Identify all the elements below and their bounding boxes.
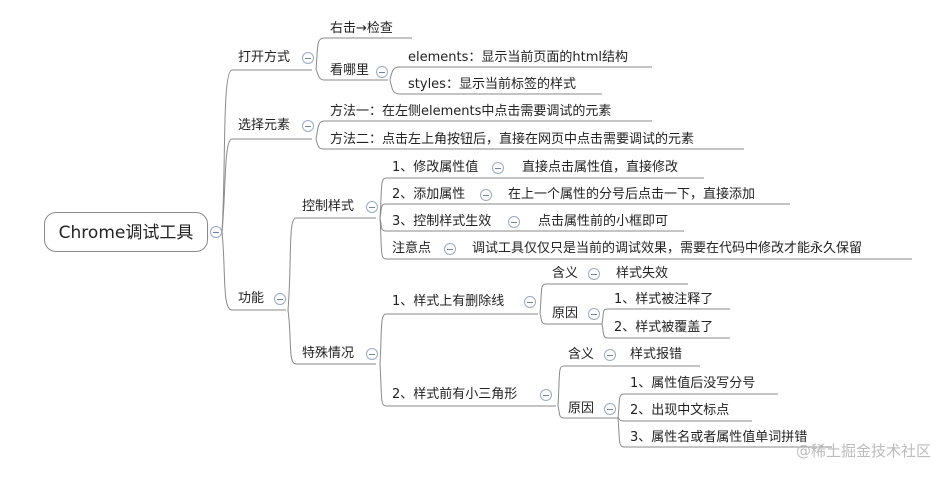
collapse-icon[interactable] <box>588 268 600 280</box>
collapse-icon[interactable] <box>366 348 378 360</box>
collapse-icon[interactable] <box>492 162 504 174</box>
link-root-func <box>221 231 286 311</box>
link-triangle-r1 <box>617 393 778 419</box>
node-add-property[interactable]: 2、添加属性 <box>392 187 466 202</box>
link-open-where <box>315 69 388 81</box>
node-open-method[interactable]: 打开方式 <box>238 50 291 65</box>
node-right-click[interactable]: 右击→检查 <box>330 21 393 36</box>
link-root-open <box>221 69 312 233</box>
collapse-icon[interactable] <box>444 243 456 255</box>
watermark: @稀土掘金技术社区 <box>795 442 931 460</box>
link-control-note <box>379 217 912 260</box>
collapse-icon[interactable] <box>480 189 492 201</box>
node-strike-meaning-desc[interactable]: 样式失效 <box>616 266 669 281</box>
collapse-icon[interactable] <box>508 216 520 228</box>
collapse-icon[interactable] <box>274 293 286 305</box>
link-special-triangle <box>379 363 556 407</box>
node-triangle[interactable]: 2、样式前有小三角形 <box>392 387 518 402</box>
node-note[interactable]: 注意点 <box>392 241 432 256</box>
link-func-special <box>287 309 376 365</box>
node-modify-value[interactable]: 1、修改属性值 <box>392 160 479 175</box>
link-select-way2 <box>315 138 744 150</box>
node-strike-meaning[interactable]: 含义 <box>552 266 579 281</box>
link-select-way1 <box>315 120 652 140</box>
node-control-style[interactable]: 控制样式 <box>302 199 355 214</box>
link-triangle-r3 <box>617 417 832 448</box>
link-control-add <box>379 203 790 219</box>
collapse-icon[interactable] <box>366 201 378 213</box>
collapse-icon[interactable] <box>588 308 600 320</box>
collapse-icon[interactable] <box>376 66 388 78</box>
node-toggle-style[interactable]: 3、控制样式生效 <box>392 214 492 229</box>
link-triangle-reason <box>557 405 618 419</box>
node-triangle-reason[interactable]: 原因 <box>568 401 595 416</box>
node-triangle-reason-3[interactable]: 3、属性名或者属性值单词拼错 <box>630 430 808 445</box>
link-special-strike <box>379 313 538 365</box>
node-strikethrough[interactable]: 1、样式上有删除线 <box>392 294 505 309</box>
node-special-case[interactable]: 特殊情况 <box>302 346 355 361</box>
node-elements-panel[interactable]: elements：显示当前页面的html结构 <box>408 50 628 65</box>
node-strike-reason-1[interactable]: 1、样式被注释了 <box>614 292 714 307</box>
collapse-icon[interactable] <box>302 52 314 64</box>
collapse-icon[interactable] <box>210 226 222 238</box>
link-strike-meaning <box>539 283 688 315</box>
collapse-icon[interactable] <box>302 120 314 132</box>
link-strike-r1 <box>601 308 730 325</box>
node-function[interactable]: 功能 <box>238 291 265 306</box>
node-select-way2[interactable]: 方法二：点击左上角按钮后，直接在网页中点击需要调试的元素 <box>330 132 695 147</box>
link-root-select <box>221 138 312 233</box>
node-select-element[interactable]: 选择元素 <box>238 118 291 133</box>
node-where[interactable]: 看哪里 <box>330 63 370 78</box>
node-note-desc[interactable]: 调试工具仅仅只是当前的调试效果，需要在代码中修改才能永久保留 <box>472 241 863 256</box>
node-toggle-desc[interactable]: 点击属性前的小框即可 <box>538 214 669 229</box>
node-select-way1[interactable]: 方法一：在左侧elements中点击需要调试的元素 <box>330 104 612 119</box>
node-styles-panel[interactable]: styles：显示当前标签的样式 <box>408 77 576 92</box>
node-triangle-meaning-desc[interactable]: 样式报错 <box>630 347 683 362</box>
collapse-icon[interactable] <box>540 389 552 401</box>
node-modify-desc[interactable]: 直接点击属性值，直接修改 <box>522 160 679 175</box>
link-func-control <box>287 217 376 311</box>
node-strike-reason-2[interactable]: 2、样式被覆盖了 <box>614 320 714 335</box>
collapse-icon[interactable] <box>604 403 616 415</box>
link-open-right <box>315 37 412 71</box>
node-triangle-meaning[interactable]: 含义 <box>568 347 595 362</box>
link-strike-reason <box>539 313 602 325</box>
collapse-icon[interactable] <box>604 349 616 361</box>
link-where-styles <box>389 79 602 95</box>
link-where-elements <box>389 66 652 81</box>
collapse-icon[interactable] <box>524 296 536 308</box>
node-triangle-reason-1[interactable]: 1、属性值后没写分号 <box>630 376 756 391</box>
node-triangle-reason-2[interactable]: 2、出现中文标点 <box>630 403 730 418</box>
root-node[interactable]: Chrome调试工具 <box>44 212 208 252</box>
node-strike-reason[interactable]: 原因 <box>552 306 579 321</box>
node-add-desc[interactable]: 在上一个属性的分号后点击一下，直接添加 <box>508 187 756 202</box>
link-triangle-meaning <box>557 365 700 407</box>
link-control-modify <box>379 177 704 219</box>
link-strike-r2 <box>601 323 730 339</box>
